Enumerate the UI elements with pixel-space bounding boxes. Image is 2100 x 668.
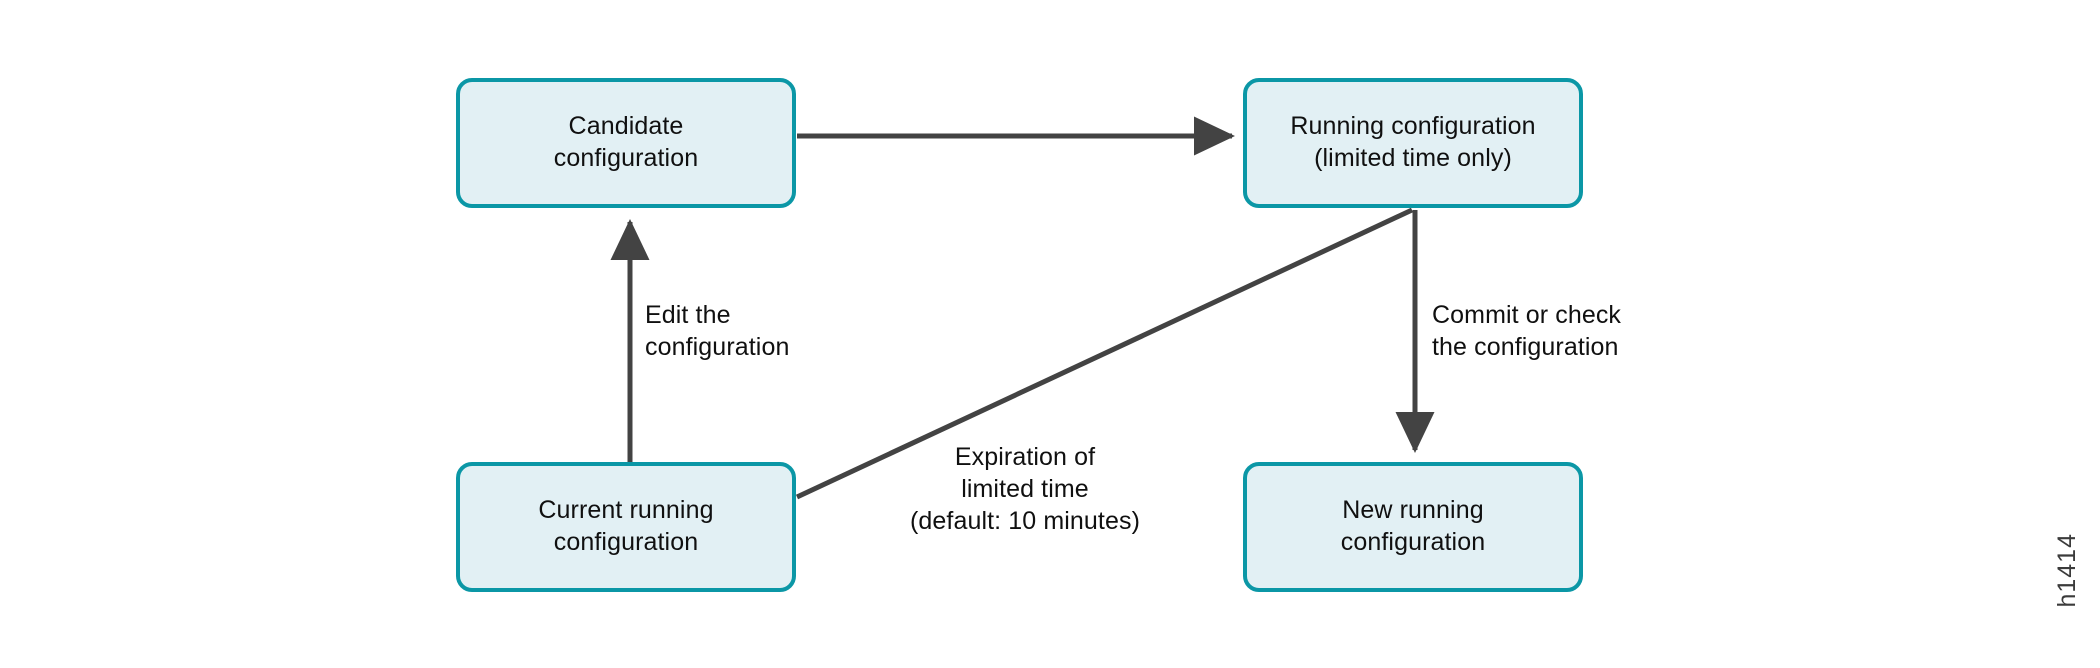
node-new-running-configuration-label: New running configuration — [1340, 496, 1486, 556]
edge-label-expiration-of-limited-time: Expiration of limited time (default: 10 … — [910, 443, 1140, 535]
node-current-running-configuration-label: Current running configuration — [538, 496, 714, 556]
node-current-running-configuration[interactable]: Current running configuration — [456, 462, 796, 592]
connector-expiration-diagonal — [795, 207, 1414, 500]
node-new-running-configuration[interactable]: New running configuration — [1243, 462, 1583, 592]
edge-label-edit-the-configuration: Edit the configuration — [645, 301, 790, 361]
node-candidate-configuration-label: Candidate configuration — [553, 112, 699, 172]
node-running-configuration-limited-time-label: Running configuration (limited time only… — [1290, 112, 1536, 172]
node-candidate-configuration[interactable]: Candidate configuration — [456, 78, 796, 208]
edge-label-commit-or-check: Commit or check the configuration — [1432, 301, 1622, 361]
node-running-configuration-limited-time[interactable]: Running configuration (limited time only… — [1243, 78, 1583, 208]
figure-id-label: h1414 — [2053, 533, 2081, 608]
